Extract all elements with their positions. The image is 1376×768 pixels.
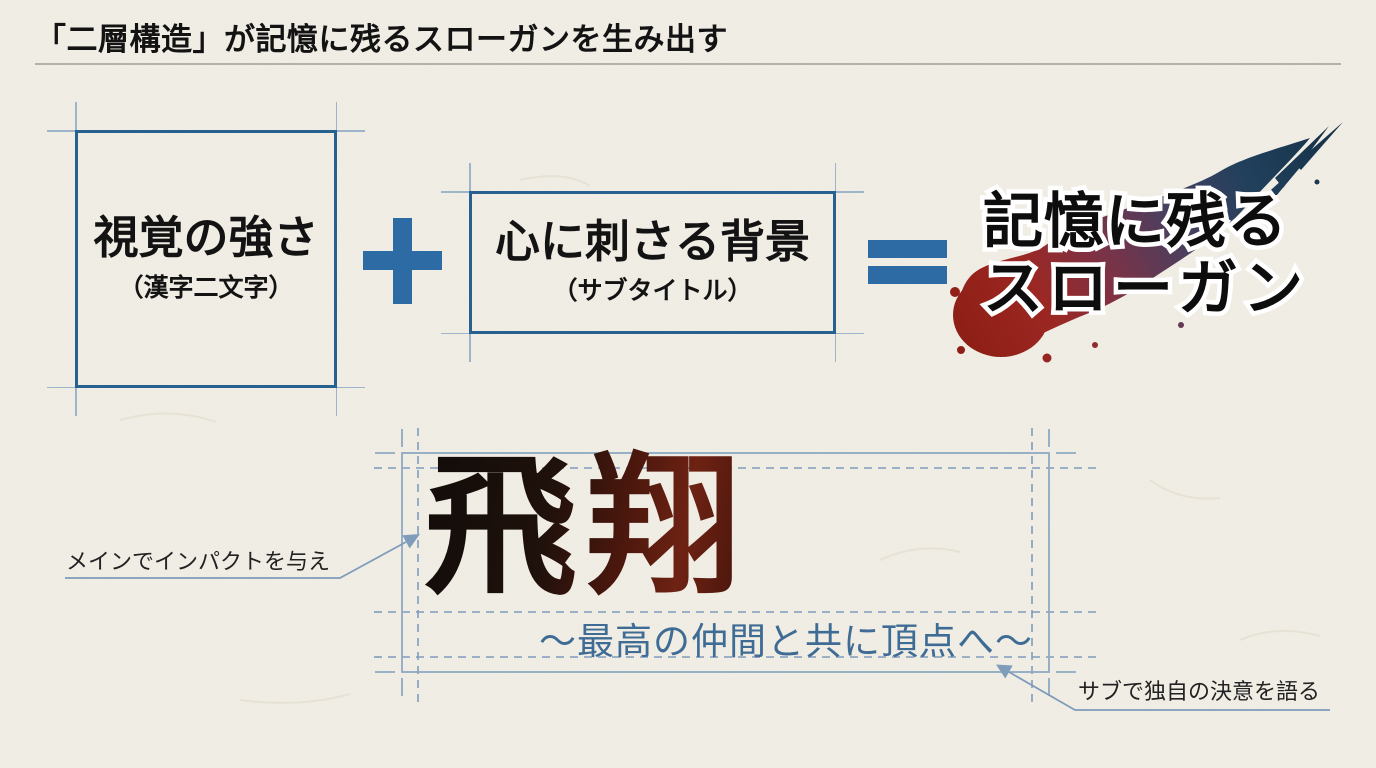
- visual-strength-title: 視覚の強さ: [93, 212, 319, 264]
- piercing-background-subtitle: （サブタイトル）: [552, 277, 753, 306]
- visual-strength-box: 視覚の強さ （漢字二文字）: [47, 102, 365, 416]
- example-subtitle: 〜最高の仲間と共に頂点へ〜: [539, 622, 1033, 663]
- paper-fibers: [119, 175, 1321, 704]
- piercing-background-box: 心に刺さる背景 （サブタイトル）: [441, 163, 864, 362]
- slogan-text: 記憶に残る スローガン: [983, 188, 1308, 322]
- dashed-guides: [374, 428, 1100, 703]
- example-main-kanji: 飛翔: [424, 437, 751, 617]
- callout-arrow-sub: [996, 664, 1330, 711]
- slogan-result: 記憶に残る スローガン: [945, 120, 1355, 385]
- slogan-line-2: スローガン: [983, 255, 1308, 322]
- callout-sub-label: サブで独自の決意を語る: [1078, 679, 1321, 704]
- callout-arrow-main: [65, 534, 420, 579]
- visual-strength-subtitle: （漢字二文字）: [118, 273, 294, 302]
- visual-strength-box-frame: 視覚の強さ （漢字二文字）: [75, 130, 337, 388]
- piercing-background-title: 心に刺さる背景: [494, 215, 810, 267]
- equals-icon: [868, 240, 947, 284]
- piercing-background-box-frame: 心に刺さる背景 （サブタイトル）: [469, 191, 836, 334]
- plus-icon: [363, 218, 442, 304]
- title-rule: [35, 63, 1341, 65]
- page-title: 「二層構造」が記憶に残るスローガンを生み出す: [35, 22, 728, 57]
- example-frame: [375, 429, 1076, 696]
- slogan-line-1: 記憶に残る: [983, 188, 1308, 255]
- callout-main-label: メインでインパクトを与え: [66, 549, 331, 574]
